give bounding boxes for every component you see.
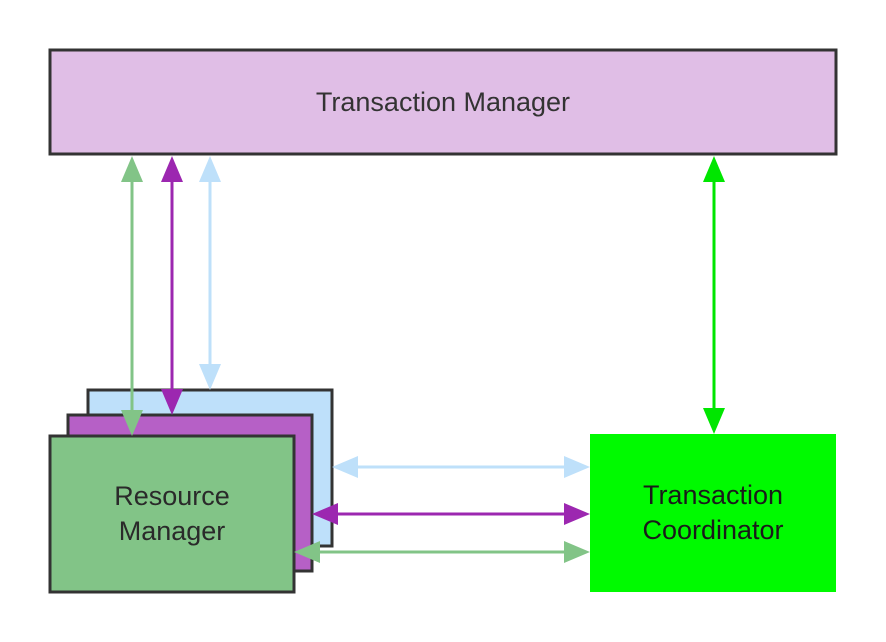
arrow-rm-green-to-tc: [294, 541, 590, 563]
arrow-rm-purple-to-tm: [161, 156, 183, 415]
transaction-coordinator-label: Transaction Coordinator: [642, 480, 784, 545]
arrow-rm-green-to-tm: [121, 156, 143, 436]
arrow-rm-purple-to-tc: [312, 503, 590, 525]
arrow-tc-to-tm: [703, 156, 725, 434]
transaction-coordinator-box: [590, 434, 836, 592]
resource-manager-label: Resource Manager: [114, 481, 230, 546]
arrow-rm-blue-to-tm: [199, 156, 221, 390]
resource-manager-box: [48, 434, 296, 594]
transaction-manager-label: Transaction Manager: [315, 86, 571, 117]
transaction-manager-box: [48, 48, 838, 156]
arrow-rm-blue-to-tc: [332, 456, 590, 478]
